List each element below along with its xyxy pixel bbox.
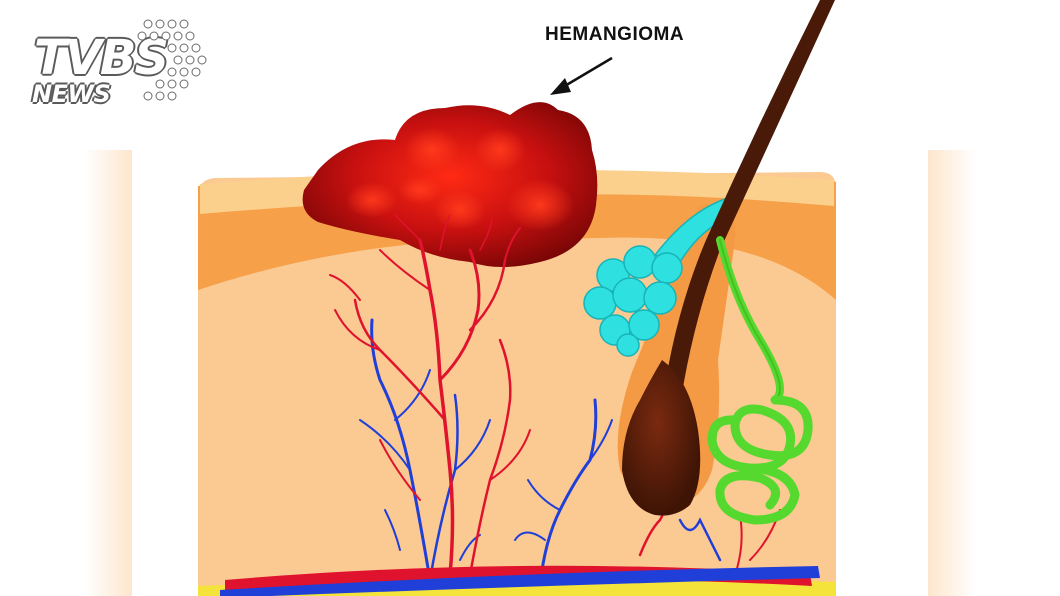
hemangioma-highlight-3 xyxy=(506,179,574,231)
bottom-vein xyxy=(220,566,820,596)
hemangioma-highlight-2 xyxy=(474,128,526,172)
hemangioma-label: HEMANGIOMA xyxy=(545,24,685,45)
hemangioma-highlight-4 xyxy=(434,190,486,230)
hair-bulb xyxy=(622,360,701,516)
watermark-brand: TVBS xyxy=(34,30,169,86)
left-white-band xyxy=(132,150,198,596)
sebaceous-gland xyxy=(583,197,732,357)
annotation-arrow xyxy=(550,56,613,95)
dot-pattern-icon xyxy=(137,19,207,101)
tvbs-news-watermark: TVBS NEWS xyxy=(28,16,213,116)
right-white-band xyxy=(836,150,928,596)
sweat-gland xyxy=(707,236,813,525)
left-blur-panel xyxy=(84,150,132,596)
watermark-sub: NEWS xyxy=(32,80,111,108)
right-blur-panel xyxy=(928,150,976,596)
hemangioma-highlight-6 xyxy=(398,176,442,204)
hemangioma-highlight-1 xyxy=(404,128,460,172)
hemangioma-highlight-5 xyxy=(346,182,398,218)
